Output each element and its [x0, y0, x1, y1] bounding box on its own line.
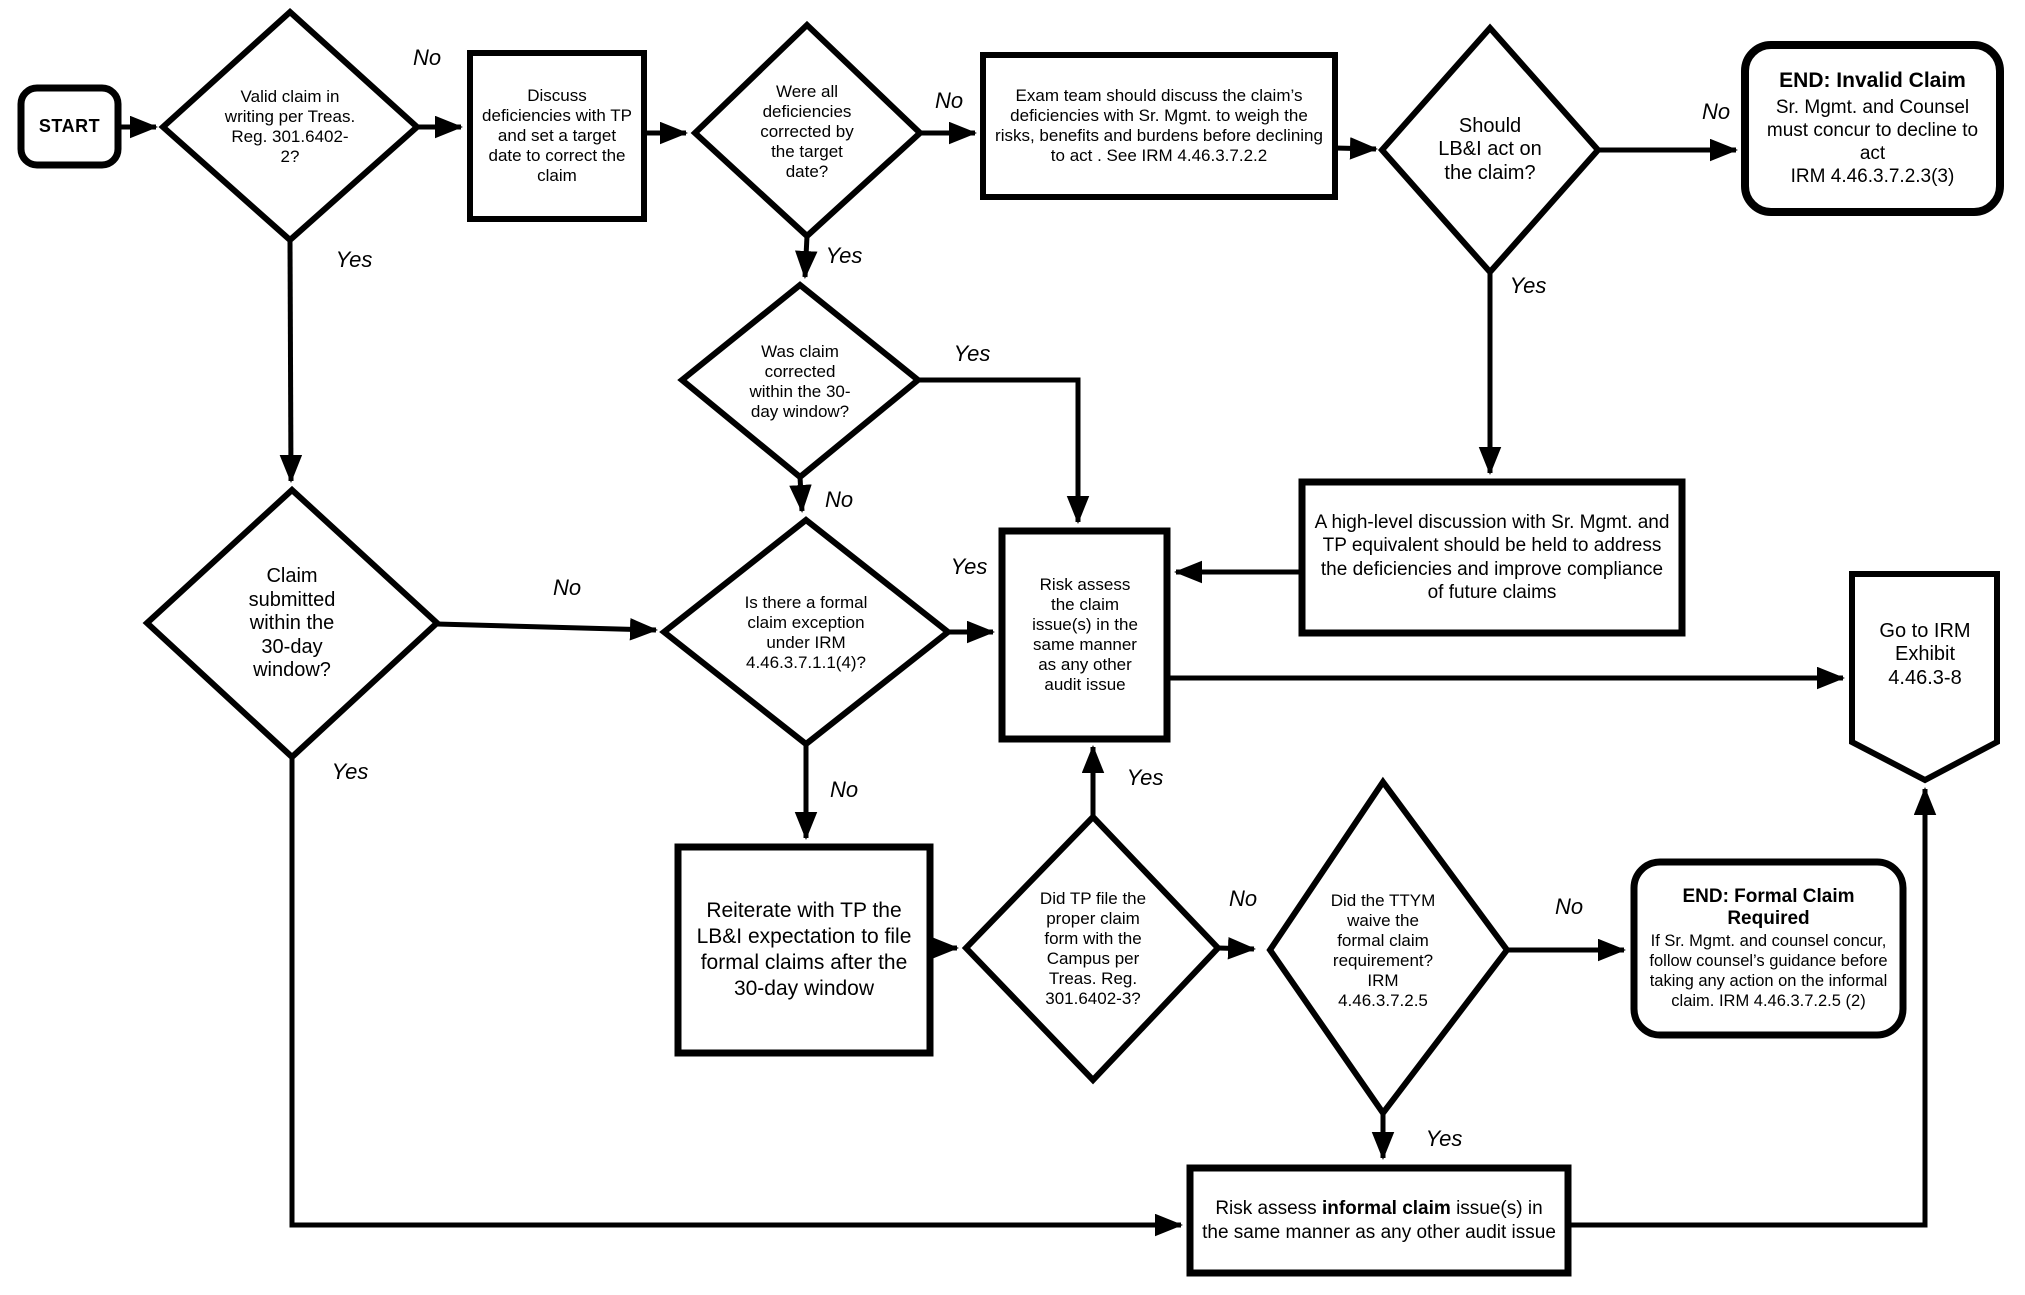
edge-label-valid-yes: Yes: [335, 247, 373, 272]
reiterate-process-shape: [674, 843, 934, 1057]
start-terminator: START: [21, 88, 118, 165]
edge-did-tp-no: [1217, 937, 1256, 960]
go-to-exhibit-text: Go to IRM Exhibit 4.46.3-8: [1879, 619, 1971, 689]
risk-assess-informal-pre: Risk assess: [1215, 1198, 1322, 1220]
were-all-deficiencies-decision-shape: [690, 20, 925, 241]
discuss-deficiencies-process: Discuss deficiencies with TP and set a t…: [482, 65, 632, 207]
risk-assess-claim-process: Risk assess the claim issue(s) in the sa…: [1030, 545, 1140, 725]
edge-label-claim-submitted-yes: Yes: [331, 759, 369, 784]
should-lbi-act-decision-shape: [1377, 23, 1603, 277]
risk-assess-claim-process-shape: [998, 527, 1171, 743]
valid-claim-decision: Valid claim in writing per Treas. Reg. 3…: [222, 68, 358, 186]
claim-submitted-text: Claim submitted within the 30-day window…: [248, 565, 336, 682]
was-claim-corrected-decision: Was claim corrected within the 30-day wi…: [748, 328, 852, 436]
edge-label-should-yes: Yes: [1509, 273, 1547, 298]
reiterate-process: Reiterate with TP the LB&I expectation t…: [690, 859, 918, 1041]
end-invalid-claim-irm: IRM 4.46.3.7.2.3(3): [1790, 166, 1955, 188]
risk-assess-informal-process-shape: [1186, 1164, 1572, 1277]
edge-label-valid-no: No: [412, 45, 442, 70]
edge-label-claim-submitted-no: No: [552, 575, 582, 600]
edge-were-all-yes: [795, 235, 818, 279]
did-tp-file-decision: Did TP file the proper claim form with t…: [1035, 888, 1151, 1010]
exam-team-process: Exam team should discuss the claim’s def…: [995, 62, 1323, 190]
ttym-waive-text: Did the TTYM waive the formal claim requ…: [1330, 890, 1436, 1011]
formal-claim-exception-decision-shape: [659, 516, 953, 748]
edge-label-formal-exception-yes: Yes: [950, 554, 988, 579]
edge-label-ttym-no: No: [1554, 894, 1584, 919]
edge-claim-submitted-yes: [289, 757, 1184, 1237]
claim-submitted-decision: Claim submitted within the 30-day window…: [236, 564, 348, 684]
did-tp-file-decision-shape: [961, 812, 1223, 1085]
did-tp-file-text: Did TP file the proper claim form with t…: [1039, 888, 1147, 1009]
risk-assess-informal-post: issue(s) in the same manner as any other…: [1202, 1198, 1556, 1243]
end-formal-claim-terminator-shape: [1630, 858, 1907, 1039]
go-to-exhibit-offpage-shape: [1849, 571, 2000, 784]
risk-assess-claim-text: Risk assess the claim issue(s) in the sa…: [1032, 574, 1138, 695]
claim-submitted-decision-shape: [142, 485, 442, 762]
go-to-exhibit-offpage: Go to IRM Exhibit 4.46.3-8: [1862, 590, 1988, 720]
edge-label-were-all-no: No: [934, 88, 964, 113]
edge-valid-claim-yes: [279, 239, 303, 483]
high-level-discussion-process-shape: [1298, 478, 1686, 637]
high-level-discussion-process: A high-level discussion with Sr. Mgmt. a…: [1314, 492, 1670, 623]
risk-assess-informal-bold: informal claim: [1321, 1198, 1451, 1220]
edge-was-corrected-yes: [918, 377, 1090, 525]
edge-label-should-no: No: [1701, 99, 1731, 124]
should-lbi-act-decision: Should LB&I act on the claim?: [1438, 88, 1542, 212]
edge-claim-submitted-no: [436, 618, 658, 641]
exam-team-text: Exam team should discuss the claim’s def…: [995, 85, 1323, 166]
were-all-deficiencies-text: Were all deficiencies corrected by the t…: [760, 81, 854, 182]
end-formal-claim-terminator: END: Formal Claim Required If Sr. Mgmt. …: [1646, 870, 1891, 1027]
end-invalid-claim-terminator-shape: [1741, 41, 2004, 216]
ttym-waive-decision-shape: [1266, 776, 1511, 1119]
edge-was-corrected-no: [789, 476, 812, 513]
formal-claim-exception-decision: Is there a formal claim exception under …: [740, 578, 872, 688]
reiterate-text: Reiterate with TP the LB&I expectation t…: [696, 898, 912, 1001]
start-terminator-shape: [17, 84, 122, 169]
edge-label-was-corrected-yes: Yes: [953, 341, 991, 366]
discuss-deficiencies-process-shape: [467, 50, 647, 222]
exam-team-process-shape: [980, 52, 1338, 200]
edge-label-did-tp-no: No: [1228, 886, 1258, 911]
end-invalid-claim-terminator: END: Invalid Claim Sr. Mgmt. and Counsel…: [1757, 55, 1988, 202]
end-invalid-claim-body: Sr. Mgmt. and Counsel must concur to dec…: [1766, 96, 1979, 165]
end-invalid-claim-title: END: Invalid Claim: [1779, 69, 1966, 93]
edge-label-did-tp-yes: Yes: [1126, 765, 1164, 790]
formal-claim-exception-text: Is there a formal claim exception under …: [744, 592, 868, 673]
edge-label-formal-exception-no: No: [829, 777, 859, 802]
risk-assess-informal-process: Risk assess informal claim issue(s) in t…: [1202, 1176, 1556, 1265]
valid-claim-text: Valid claim in writing per Treas. Reg. 3…: [224, 86, 356, 167]
should-lbi-act-text: Should LB&I act on the claim?: [1438, 114, 1542, 184]
discuss-deficiencies-text: Discuss deficiencies with TP and set a t…: [482, 85, 632, 186]
start-label: START: [38, 115, 101, 136]
edge-label-was-corrected-no: No: [824, 487, 854, 512]
high-level-discussion-text: A high-level discussion with Sr. Mgmt. a…: [1314, 512, 1670, 603]
valid-claim-decision-shape: [158, 7, 422, 245]
was-claim-corrected-decision-shape: [677, 281, 923, 481]
end-formal-claim-title: END: Formal Claim Required: [1682, 885, 1855, 930]
were-all-deficiencies-decision: Were all deficiencies corrected by the t…: [750, 72, 864, 192]
edge-label-ttym-yes: Yes: [1425, 1126, 1463, 1151]
edge-label-were-all-yes: Yes: [825, 243, 863, 268]
edge-risk-informal-to-exhibit: [1568, 786, 1937, 1228]
risk-assess-informal-text: Risk assess informal claim issue(s) in t…: [1202, 1197, 1556, 1243]
edge-exam-to-should-lbi: [1334, 137, 1378, 160]
end-formal-claim-body: If Sr. Mgmt. and counsel concur, follow …: [1649, 932, 1888, 1010]
ttym-waive-decision: Did the TTYM waive the formal claim requ…: [1325, 878, 1441, 1024]
was-claim-corrected-text: Was claim corrected within the 30-day wi…: [749, 341, 851, 422]
